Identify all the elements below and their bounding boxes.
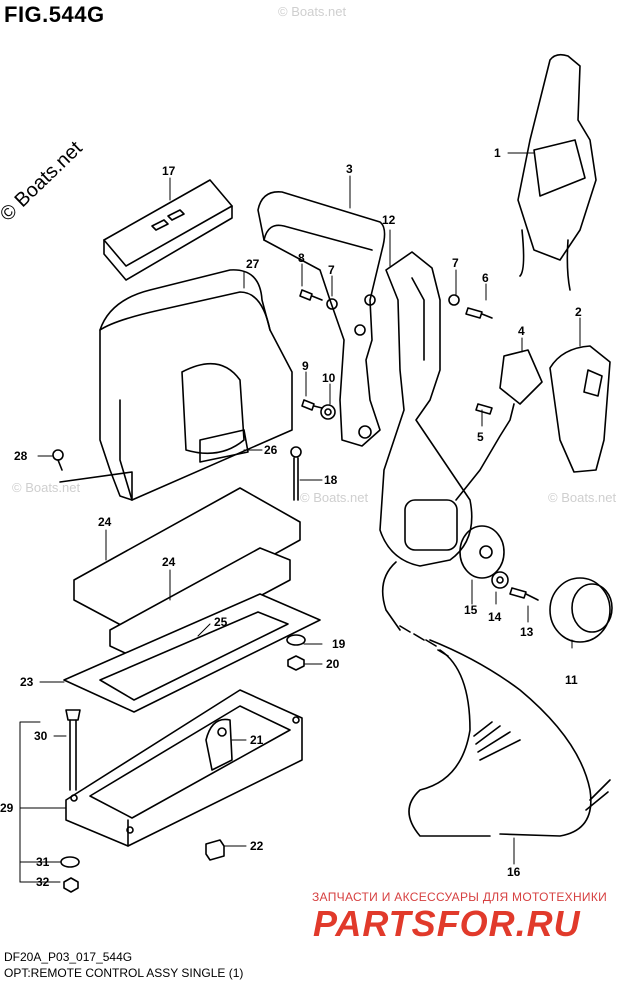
- plate-part: [73, 487, 301, 661]
- screw-part: [509, 587, 539, 601]
- top-cover-part: [103, 179, 233, 281]
- wire-harness-part: [381, 561, 611, 837]
- watermark-faint: © Boats.net: [548, 490, 617, 505]
- watermark-faint: © Boats.net: [12, 480, 81, 495]
- callout-23: 23: [20, 675, 34, 689]
- callout-7: 7: [452, 256, 459, 270]
- callout-31: 31: [36, 855, 50, 869]
- grip-part: [549, 345, 611, 473]
- bolt-part: [290, 446, 302, 501]
- callout-29: 29: [0, 801, 14, 815]
- callout-17: 17: [162, 164, 176, 178]
- disk-part: [459, 525, 505, 579]
- figure-title: FIG.544G: [4, 2, 105, 27]
- control-lever-part: [379, 251, 473, 567]
- callout-11: 11: [565, 673, 578, 687]
- nut-part: [63, 877, 79, 893]
- callout-27: 27: [246, 257, 260, 271]
- watermark-faint: © Boats.net: [278, 4, 347, 19]
- callout-14: 14: [488, 610, 502, 624]
- callout-7: 7: [328, 263, 335, 277]
- screw-part: [52, 449, 64, 471]
- callout-2: 2: [575, 305, 582, 319]
- bracket-part: [257, 191, 386, 447]
- callout-10: 10: [322, 371, 336, 385]
- callout-20: 20: [326, 657, 340, 671]
- washer-part: [491, 571, 509, 589]
- bolt-part: [448, 294, 493, 319]
- callout-15: 15: [464, 603, 478, 617]
- footer-description: OPT:REMOTE CONTROL ASSY SINGLE (1): [4, 966, 244, 980]
- callout-4: 4: [518, 324, 525, 338]
- nut-part: [287, 655, 305, 671]
- callout-3: 3: [346, 162, 353, 176]
- callout-24: 24: [162, 555, 176, 569]
- footer-code: DF20A_P03_017_544G: [4, 950, 133, 964]
- callout-5: 5: [477, 430, 484, 444]
- callout-18: 18: [324, 473, 338, 487]
- callout-9: 9: [302, 359, 309, 373]
- clip-part: [205, 839, 225, 861]
- callout-26: 26: [264, 443, 278, 457]
- base-part: [65, 689, 303, 847]
- gasket-part: [63, 593, 321, 713]
- parts-tagline: ЗАПЧАСТИ И АКСЕССУАРЫ ДЛЯ МОТОТЕХНИКИ: [312, 890, 608, 904]
- callout-12: 12: [382, 213, 396, 227]
- callout-19: 19: [332, 637, 346, 651]
- callout-24: 24: [98, 515, 112, 529]
- callout-1: 1: [494, 146, 501, 160]
- leader-lines: [19, 152, 581, 883]
- callout-28: 28: [14, 449, 28, 463]
- clamp-part: [205, 718, 233, 771]
- callout-22: 22: [250, 839, 264, 853]
- housing-part: [59, 269, 293, 501]
- callout-32: 32: [36, 875, 50, 889]
- switch-part: [455, 349, 543, 501]
- bolt-part: [299, 289, 338, 420]
- bolt-part: [65, 709, 81, 791]
- callout-6: 6: [482, 271, 489, 285]
- parts-logo[interactable]: PARTSFOR.RU: [313, 903, 581, 944]
- callout-16: 16: [507, 865, 521, 879]
- washer-part: [286, 634, 306, 646]
- callout-30: 30: [34, 729, 48, 743]
- watermark-faint: © Boats.net: [300, 490, 369, 505]
- washer-part: [60, 856, 80, 868]
- cap-part: [549, 577, 613, 643]
- callout-25: 25: [214, 615, 228, 629]
- remote-control-part: [517, 53, 597, 291]
- callout-13: 13: [520, 625, 534, 639]
- callout-21: 21: [250, 733, 264, 747]
- callout-8: 8: [298, 251, 305, 265]
